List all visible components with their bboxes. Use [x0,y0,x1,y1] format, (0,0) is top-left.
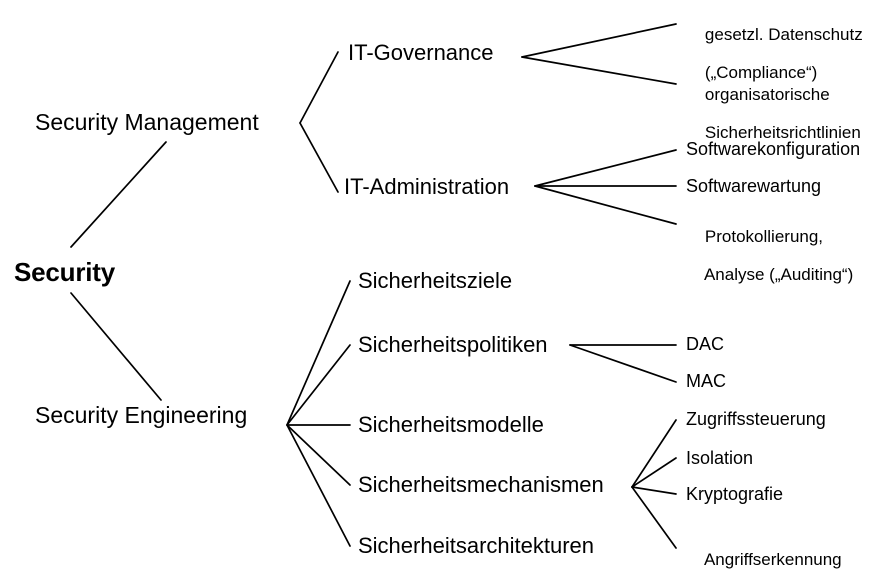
node-gesetzl-datenschutz[interactable]: gesetzl. Datenschutz („Compliance“) [686,6,863,101]
node-sicherheitsmechanismen[interactable]: Sicherheitsmechanismen [358,472,604,497]
edge-root-to-security-engineering [70,292,162,401]
node-protokollierung-line2: Analyse („Auditing“) [703,265,854,285]
node-protokollierung-line1: Protokollierung, [704,227,824,247]
node-it-administration[interactable]: IT-Administration [344,174,510,199]
node-angriffserkennung-line1: Angriffserkennung [703,550,842,570]
node-organisatorische-line2: Sicherheitsrichtlinien [704,123,861,143]
edge-seceng-to-sicherheitsarchitekturen [286,424,351,547]
node-protokollierung-analyse[interactable]: Protokollierung, Analyse („Auditing“) [686,208,853,303]
edge-secmgmt-to-it-governance [299,51,339,124]
edge-itadmin-to-softwarekonfiguration [534,149,677,187]
node-isolation[interactable]: Isolation [686,448,754,468]
node-zugriffssteuerung[interactable]: Zugriffssteuerung [686,409,826,429]
node-security-root[interactable]: Security [14,257,116,287]
node-gesetzl-datenschutz-line2: („Compliance“) [704,63,818,83]
node-sicherheitsarchitekturen[interactable]: Sicherheitsarchitekturen [358,533,595,558]
node-softwarewartung[interactable]: Softwarewartung [686,176,822,196]
node-softwarekonfiguration[interactable]: Softwarekonfiguration [686,139,861,159]
edge-mechanismen-to-kryptografie [631,486,677,495]
node-organisatorische-line1: organisatorische [704,85,830,105]
node-kryptografie[interactable]: Kryptografie [686,484,784,504]
edge-mechanismen-to-isolation [631,457,677,488]
node-dac[interactable]: DAC [686,334,725,354]
node-angriffserkennung[interactable]: Angriffserkennung (Intrusion Detection) [686,531,858,578]
node-mac[interactable]: MAC [686,371,726,391]
edge-seceng-to-sicherheitspolitiken [286,344,351,426]
node-organisatorische-sicherheitsrichtlinien[interactable]: organisatorische Sicherheitsrichtlinien [686,66,861,161]
edge-seceng-to-sicherheitsziele [286,280,351,426]
node-security-management[interactable]: Security Management [35,109,259,135]
node-sicherheitspolitiken[interactable]: Sicherheitspolitiken [358,332,548,357]
node-sicherheitsziele[interactable]: Sicherheitsziele [358,268,513,293]
node-it-governance[interactable]: IT-Governance [348,40,494,65]
edge-itgov-to-datenschutz [521,23,677,58]
node-sicherheitsmodelle[interactable]: Sicherheitsmodelle [358,412,544,437]
edge-politiken-to-mac [569,344,677,383]
node-gesetzl-datenschutz-line1: gesetzl. Datenschutz [704,25,863,45]
edge-secmgmt-to-it-administration [299,122,339,193]
edge-itgov-to-organisatorische [521,56,677,85]
edge-mechanismen-to-angriffserkennung [631,486,677,549]
edge-mechanismen-to-zugriffssteuerung [631,419,677,488]
edge-seceng-to-sicherheitsmechanismen [286,424,351,486]
edge-root-to-security-management [70,141,167,248]
edge-itadmin-to-protokollierung [534,185,677,225]
node-security-engineering[interactable]: Security Engineering [35,402,248,428]
